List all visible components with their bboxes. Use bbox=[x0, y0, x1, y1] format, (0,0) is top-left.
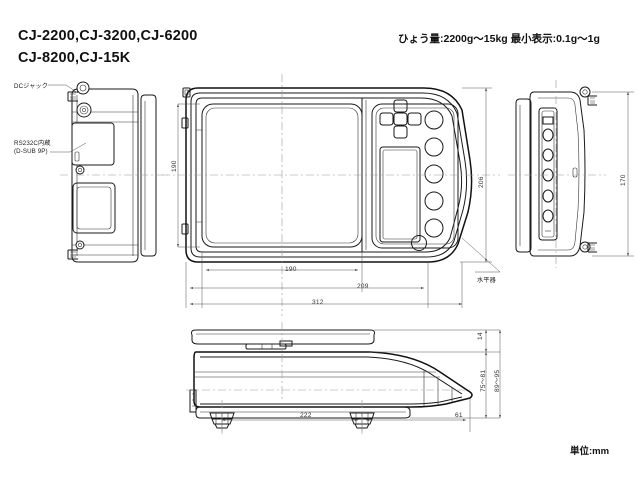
rs232c-label-line2: (D-SUB 9P) bbox=[14, 148, 48, 155]
dim-front-base-width: 222 bbox=[300, 412, 312, 419]
top-view bbox=[162, 74, 501, 316]
right-side-dimensions bbox=[592, 91, 634, 257]
power-button bbox=[411, 235, 427, 251]
page-title-line1: CJ-2200,CJ-3200,CJ-6200 bbox=[18, 28, 198, 44]
dc-jack-label: DCジャック bbox=[14, 83, 48, 90]
front-elevation-view bbox=[186, 322, 473, 434]
page-title-line2: CJ-8200,CJ-15K bbox=[18, 50, 131, 66]
round-buttons bbox=[411, 110, 444, 251]
dim-front-taper-width: 61 bbox=[455, 412, 463, 419]
dim-top-total-width: 312 bbox=[312, 299, 324, 306]
capacity-spec: ひょう量:2200g〜15kg 最小表示:0.1g〜1g bbox=[398, 33, 600, 45]
rs232c-label-line1: RS232C内蔵 bbox=[14, 140, 51, 147]
level-label: 水平器 bbox=[477, 277, 496, 284]
dim-top-mid-width: 209 bbox=[357, 283, 369, 290]
dpad-keys bbox=[379, 99, 422, 139]
front-elevation-dimensions bbox=[221, 329, 502, 432]
top-view-dimensions bbox=[176, 87, 492, 308]
lcd-display bbox=[379, 146, 421, 243]
left-side-view bbox=[48, 81, 168, 263]
unit-note: 単位:mm bbox=[570, 446, 610, 457]
right-side-view bbox=[508, 80, 606, 268]
